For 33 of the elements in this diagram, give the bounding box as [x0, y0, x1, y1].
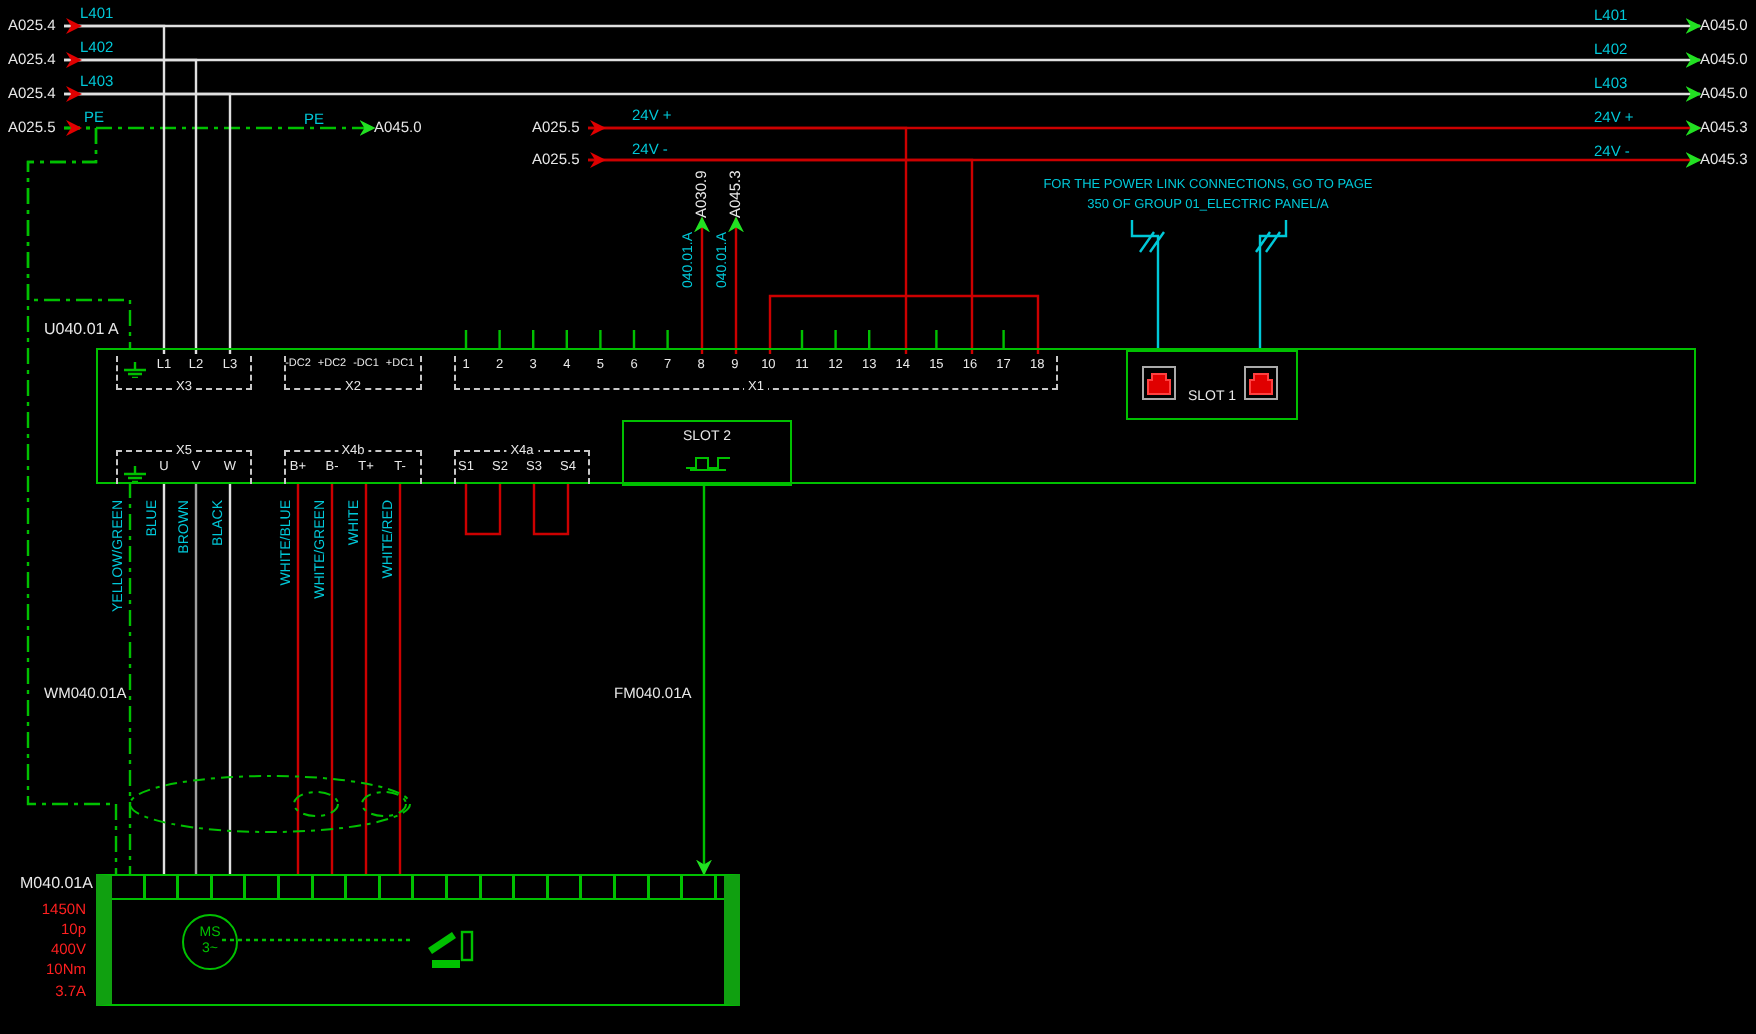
terminal-block — [116, 356, 252, 390]
device-tag: M040.01A — [20, 876, 93, 892]
wire — [330, 482, 334, 874]
wire — [222, 938, 410, 942]
terminal-block — [454, 356, 1058, 390]
wire — [128, 482, 132, 874]
wire — [364, 482, 368, 874]
option-slot-box — [1126, 350, 1298, 420]
terminal-block — [284, 450, 422, 484]
terminal-block — [284, 356, 422, 390]
wire — [464, 482, 502, 536]
wire — [64, 92, 232, 354]
wire — [1130, 218, 1166, 350]
wire — [696, 484, 712, 876]
wire — [26, 126, 118, 874]
wire — [64, 58, 198, 354]
wire — [398, 482, 402, 874]
wire — [588, 126, 908, 354]
wire — [194, 482, 198, 874]
wire — [694, 216, 710, 354]
wire — [228, 482, 232, 874]
wire — [64, 24, 166, 354]
sensor-icon — [426, 926, 474, 974]
wire — [296, 482, 300, 874]
wire — [768, 294, 1040, 354]
wire — [588, 158, 974, 354]
device-tag: U040.01 A — [44, 322, 119, 338]
wire — [728, 216, 744, 354]
wire — [162, 482, 166, 874]
terminal-block — [116, 450, 252, 484]
option-slot-box — [622, 420, 792, 486]
wire — [532, 482, 570, 536]
wire — [1254, 218, 1288, 350]
